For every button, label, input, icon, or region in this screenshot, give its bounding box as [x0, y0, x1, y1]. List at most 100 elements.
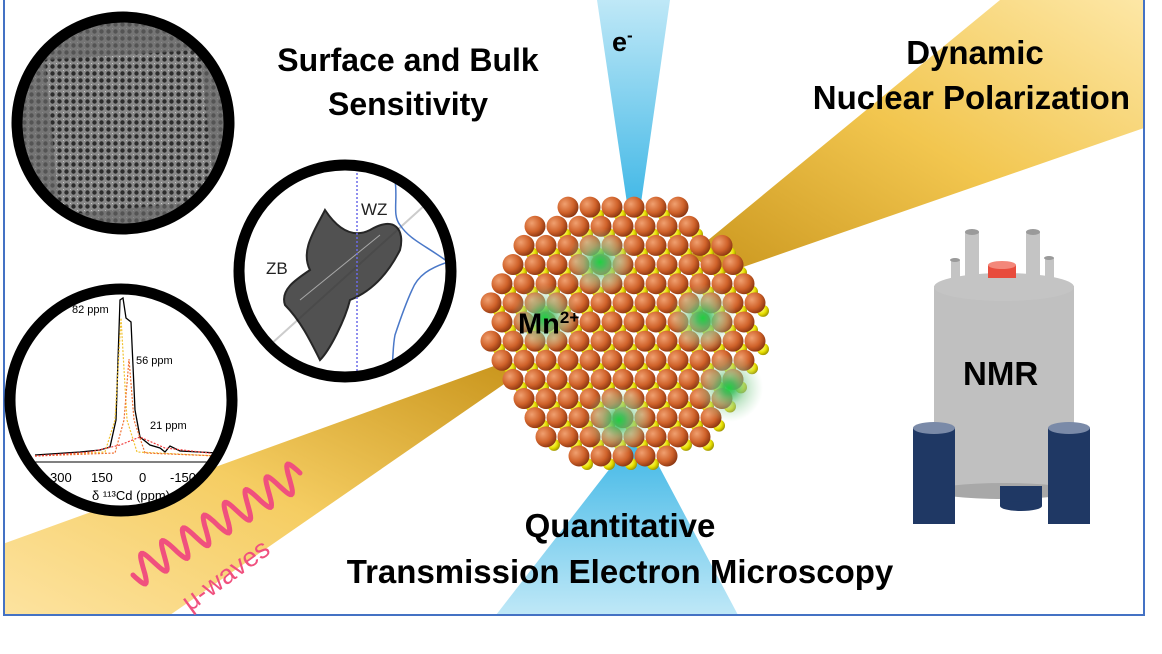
tem-image-inset — [11, 11, 235, 235]
se-atom — [656, 330, 678, 352]
se-atom — [667, 426, 689, 448]
se-atom — [557, 426, 579, 448]
wz-label: WZ — [361, 200, 387, 219]
se-atom — [590, 292, 612, 314]
mn-label-sup: 2+ — [559, 308, 580, 327]
se-atom — [689, 426, 711, 448]
peak-label-21: 21 ppm — [150, 420, 187, 432]
microwave-wave-icon — [130, 461, 303, 587]
surface-bulk-title-line1: Surface and Bulk — [277, 42, 539, 78]
se-atom — [601, 349, 623, 371]
se-atom — [645, 349, 667, 371]
mn-label: Mn2+ — [518, 308, 579, 342]
mn-dopant-glows — [511, 228, 763, 454]
se-atom — [744, 330, 766, 352]
se-atom — [678, 254, 700, 276]
mn-dopant — [566, 228, 634, 296]
qtem-title-line2: Transmission Electron Microscopy — [346, 553, 894, 590]
x-tick-minus150: -150 — [170, 470, 196, 485]
se-atom — [568, 407, 590, 429]
se-atom — [667, 196, 689, 218]
se-atom — [480, 292, 502, 314]
se-atom — [678, 368, 700, 390]
surface-bulk-title-line2: Sensitivity — [327, 86, 489, 122]
se-atom — [557, 388, 579, 410]
se-atom — [524, 254, 546, 276]
x-tick-0: 0 — [139, 470, 146, 485]
se-atom — [678, 407, 700, 429]
se-atom — [535, 426, 557, 448]
se-atom — [656, 215, 678, 237]
se-atom — [579, 311, 601, 333]
se-atom — [590, 330, 612, 352]
se-atom — [535, 388, 557, 410]
se-atom — [502, 368, 524, 390]
se-atom — [667, 273, 689, 295]
se-atom — [623, 311, 645, 333]
se-atom — [524, 368, 546, 390]
nmr-spectrum-inset: 82 ppm 56 ppm 21 ppm 300 150 0 -150 δ ¹¹… — [4, 283, 238, 517]
se-atom — [612, 215, 634, 237]
se-atom — [524, 407, 546, 429]
microwave-beam-right — [690, 0, 1144, 275]
mn-label-base: Mn — [518, 308, 560, 341]
se-atom — [645, 388, 667, 410]
se-atom — [645, 273, 667, 295]
se-atom — [634, 330, 656, 352]
mn-dopant — [669, 284, 737, 352]
se-atom — [656, 407, 678, 429]
se-atom — [513, 388, 535, 410]
se-atom — [612, 368, 634, 390]
se-atom — [524, 215, 546, 237]
electron-beam-label: e- — [612, 26, 633, 58]
se-atom — [667, 388, 689, 410]
dnp-title-line2: Nuclear Polarization — [812, 79, 1130, 116]
se-atom — [634, 254, 656, 276]
nmr-label: NMR — [963, 355, 1039, 392]
se-atom — [568, 368, 590, 390]
se-atom — [689, 234, 711, 256]
se-atom — [491, 349, 513, 371]
se-atom — [645, 234, 667, 256]
zb-label: ZB — [266, 259, 288, 278]
microwave-beam-left — [4, 362, 510, 615]
se-atom — [645, 196, 667, 218]
se-atom — [546, 407, 568, 429]
se-atom — [568, 445, 590, 467]
mn-dopant — [585, 386, 653, 454]
se-atom — [678, 215, 700, 237]
se-atom — [502, 254, 524, 276]
se-atom — [623, 196, 645, 218]
se-atom — [700, 254, 722, 276]
se-atom — [634, 445, 656, 467]
se-atom — [667, 349, 689, 371]
se-atom — [568, 215, 590, 237]
se-atom — [513, 349, 535, 371]
se-atom — [546, 254, 568, 276]
se-atom — [612, 292, 634, 314]
se-atom — [535, 234, 557, 256]
se-atom — [491, 311, 513, 333]
mn-dopant — [511, 284, 579, 352]
se-atom — [557, 196, 579, 218]
peak-label-56: 56 ppm — [136, 355, 173, 367]
se-atom — [656, 445, 678, 467]
se-atom — [667, 234, 689, 256]
dnp-title-line1: Dynamic — [906, 34, 1044, 71]
se-atom — [546, 368, 568, 390]
se-atom — [733, 273, 755, 295]
dnp-title: Dynamic Nuclear Polarization — [760, 30, 1130, 120]
se-atom — [744, 292, 766, 314]
se-atom — [634, 215, 656, 237]
se-atom — [601, 196, 623, 218]
peak-label-82: 82 ppm — [72, 304, 109, 316]
x-tick-150: 150 — [91, 470, 113, 485]
x-axis-label: δ ¹¹³Cd (ppm) — [92, 488, 170, 503]
se-atom — [480, 330, 502, 352]
electron-beam-top — [597, 0, 670, 210]
se-atom — [634, 292, 656, 314]
se-atom — [535, 349, 557, 371]
nmr-magnet-icon — [913, 229, 1090, 524]
